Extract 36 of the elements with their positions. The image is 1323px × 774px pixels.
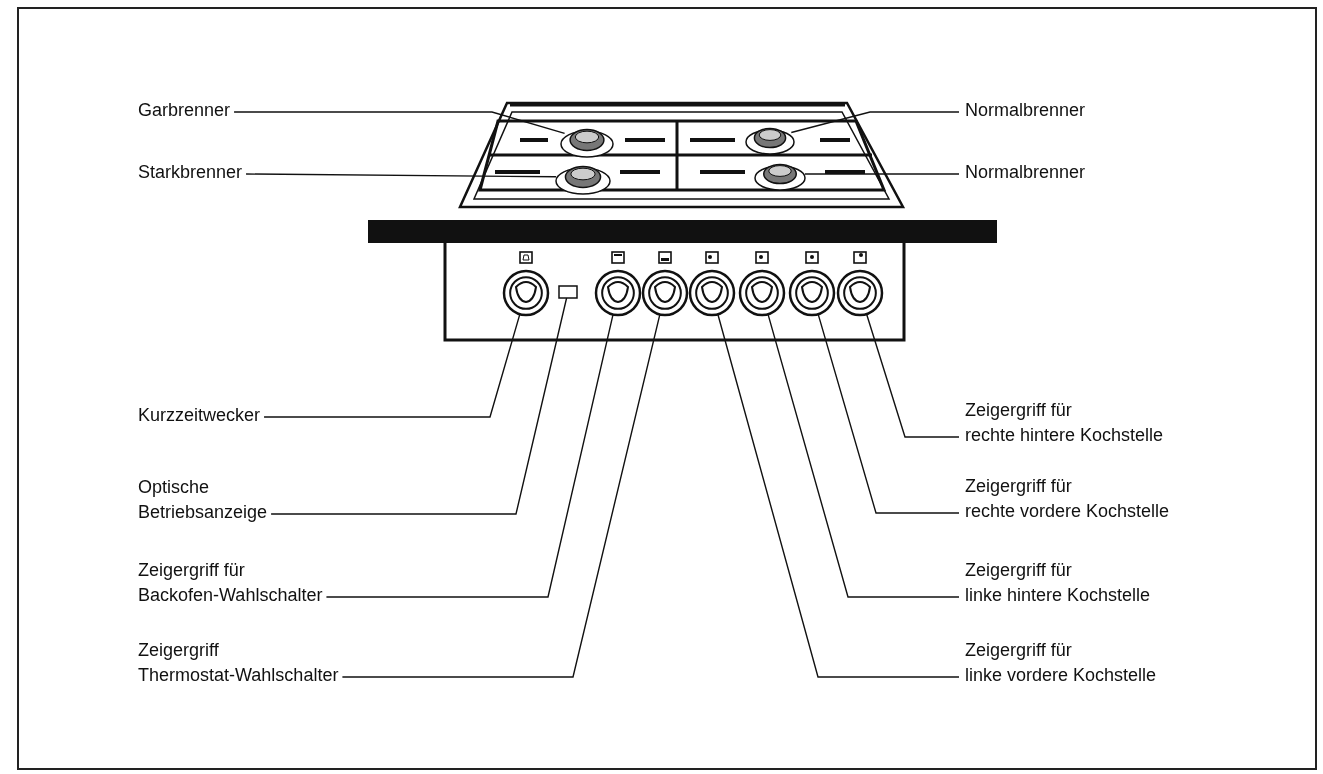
part-label: Garbrenner: [138, 98, 231, 123]
part-label: Zeigergriff für rechte vordere Kochstelle: [965, 474, 1170, 524]
control-knob: [738, 269, 786, 317]
leader-line: [804, 173, 960, 175]
part-label: Optische Betriebsanzeige: [138, 475, 268, 525]
leader-line: [341, 313, 661, 678]
part-label: Zeigergriff für rechte hintere Kochstelle: [965, 398, 1164, 448]
control-knob: [836, 269, 884, 317]
leader-line: [767, 313, 960, 598]
leader-line: [325, 313, 614, 598]
part-label: Zeigergriff Thermostat-Wahlschalter: [138, 638, 339, 688]
leader-line: [790, 111, 960, 134]
gas-burner: [555, 165, 611, 195]
control-knob: [788, 269, 836, 317]
leader-line: [865, 313, 960, 438]
leader-line: [233, 111, 566, 135]
part-label: Normalbrenner: [965, 160, 1086, 185]
gas-burner: [560, 128, 614, 158]
indicator-lamp: [558, 285, 578, 299]
control-knob: [594, 269, 642, 317]
part-label: Zeigergriff für linke vordere Kochstelle: [965, 638, 1157, 688]
leader-line: [270, 297, 568, 515]
part-label: Starkbrenner: [138, 160, 243, 185]
gas-burner: [754, 163, 806, 191]
part-label: Kurzzeitwecker: [138, 403, 261, 428]
leader-line: [717, 313, 960, 678]
control-knob: [688, 269, 736, 317]
part-label: Normalbrenner: [965, 98, 1086, 123]
control-knob: [641, 269, 689, 317]
part-label: Zeigergriff für Backofen-Wahlschalter: [138, 558, 323, 608]
leader-line: [817, 313, 960, 514]
part-label: Zeigergriff für linke hintere Kochstelle: [965, 558, 1151, 608]
leader-line: [245, 173, 557, 178]
leader-line: [263, 313, 521, 418]
gas-burner: [745, 127, 795, 155]
control-knob: [502, 269, 550, 317]
